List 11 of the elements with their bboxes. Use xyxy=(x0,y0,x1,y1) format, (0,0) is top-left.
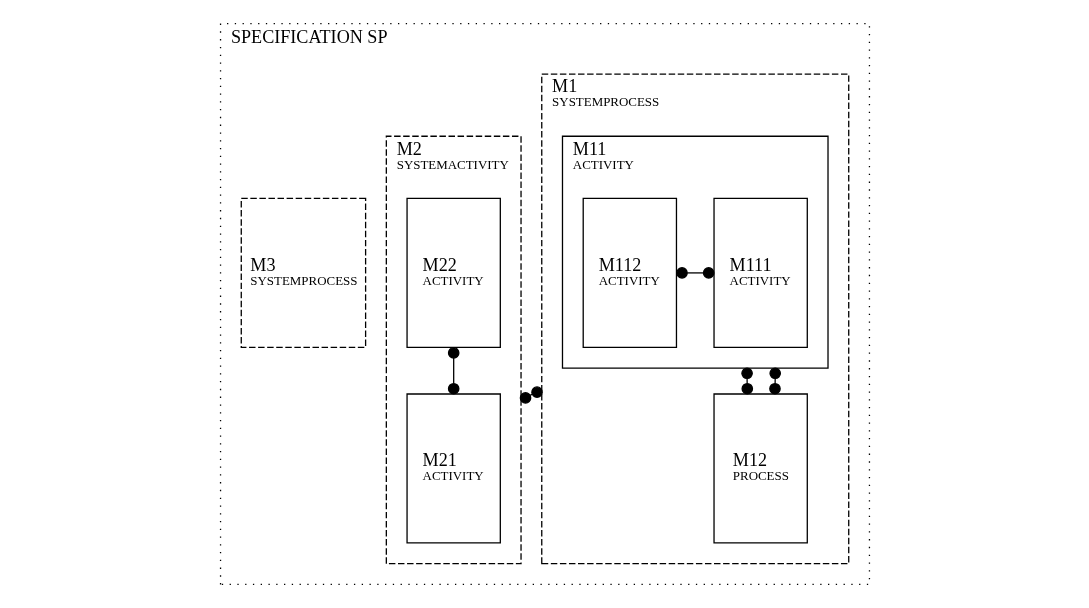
node-box: M22 ACTIVITY xyxy=(405,197,501,349)
node-box: M111 ACTIVITY xyxy=(712,197,808,349)
connector xyxy=(519,386,543,404)
connector xyxy=(768,367,781,395)
connector xyxy=(447,347,459,395)
node-box: M112 ACTIVITY xyxy=(582,197,677,349)
connector xyxy=(675,267,714,279)
node-box: M3 SYSTEMPROCESS xyxy=(240,197,366,349)
node-box: M12 PROCESS xyxy=(712,393,808,544)
node-box: M21 ACTIVITY xyxy=(405,393,501,544)
connector xyxy=(740,367,753,395)
